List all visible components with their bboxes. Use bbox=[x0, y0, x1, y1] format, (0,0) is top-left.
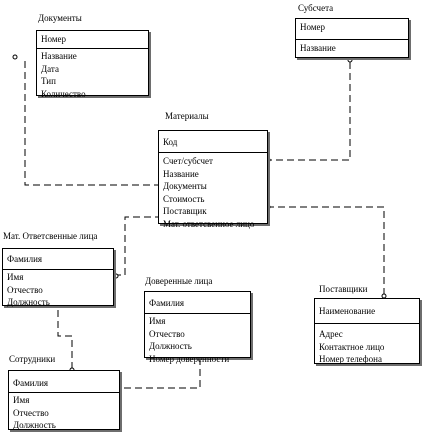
link-matotv-materialy bbox=[114, 216, 158, 276]
entity-key: Наименование bbox=[315, 299, 419, 324]
entity-attr: Адрес bbox=[319, 329, 343, 339]
entity-attr: Должность bbox=[7, 297, 50, 307]
entity-attr: Стоимость bbox=[163, 193, 205, 204]
entity-attr: Поставщик bbox=[163, 206, 207, 216]
entity-attr: Документы bbox=[163, 181, 207, 191]
entity-box-mat-otv: Фамилия Имя Отчество Должность bbox=[2, 248, 114, 307]
link-matotv-sotrudniki bbox=[57, 310, 73, 368]
entity-attr: Название bbox=[41, 51, 77, 61]
link-dokumenty-materialy bbox=[24, 61, 158, 186]
entity-box-doverennye: Фамилия Имя Отчество Должность Номер дов… bbox=[144, 291, 251, 364]
link-doverennye-sotrudniki bbox=[120, 358, 201, 389]
entity-box-sotrudniki: Фамилия Имя Отчество Должность bbox=[8, 370, 120, 430]
entity-attr: Номер доверенности bbox=[149, 353, 230, 364]
entity-attr: Отчество bbox=[7, 284, 43, 295]
entity-title: Поставщики bbox=[319, 284, 368, 294]
link-end-dokumenty bbox=[12, 54, 18, 60]
entity-attr: Счет/субсчет bbox=[163, 156, 213, 166]
entity-attr: Имя bbox=[149, 316, 166, 326]
entity-attr: Должность bbox=[13, 420, 56, 430]
link-end-subscheta bbox=[347, 57, 353, 63]
entity-key: Фамилия bbox=[145, 292, 250, 314]
entity-attr: Контактное лицо bbox=[319, 341, 385, 352]
link-postavshchiki-materialy bbox=[268, 206, 385, 295]
entity-attr: Название bbox=[163, 168, 199, 179]
entity-attr: Мат. ответсвенное лицо bbox=[163, 218, 255, 229]
entity-key: Номер bbox=[37, 31, 148, 49]
entity-attr: Количество bbox=[41, 88, 86, 99]
entity-title: Материалы bbox=[165, 111, 209, 121]
entity-title: Субсчета bbox=[298, 3, 334, 13]
entity-box-subscheta: Номер Название bbox=[295, 18, 409, 58]
entity-key: Фамилия bbox=[9, 371, 119, 393]
entity-key: Код bbox=[159, 131, 267, 153]
entity-attr: Тип bbox=[41, 76, 56, 86]
entity-box-dokumenty: Номер Название Дата Тип Количество bbox=[36, 30, 149, 99]
entity-title: Доверенные лица bbox=[145, 276, 213, 286]
entity-title: Мат. Ответсвенные лица bbox=[3, 231, 98, 241]
link-subscheta-materialy bbox=[268, 62, 351, 161]
entity-attr: Имя bbox=[13, 395, 30, 405]
entity-attr: Имя bbox=[7, 272, 24, 282]
entity-box-postavshchiki: Наименование Адрес Контактное лицо Номер… bbox=[314, 298, 420, 364]
entity-attr: Должность bbox=[149, 341, 192, 351]
entity-attr: Название bbox=[300, 43, 336, 53]
entity-title: Сотрудники bbox=[9, 354, 56, 364]
link-end-matotv bbox=[113, 273, 119, 279]
entity-attr: Дата bbox=[41, 63, 59, 74]
entity-title: Документы bbox=[38, 13, 82, 23]
entity-key: Номер bbox=[296, 19, 408, 40]
entity-key: Фамилия bbox=[3, 249, 113, 270]
entity-attr: Отчество bbox=[13, 407, 49, 418]
entity-box-materialy: Код Счет/субсчет Название Документы Стои… bbox=[158, 130, 268, 229]
entity-attr: Отчество bbox=[149, 328, 185, 339]
entity-attr: Номер телефона bbox=[319, 354, 382, 364]
